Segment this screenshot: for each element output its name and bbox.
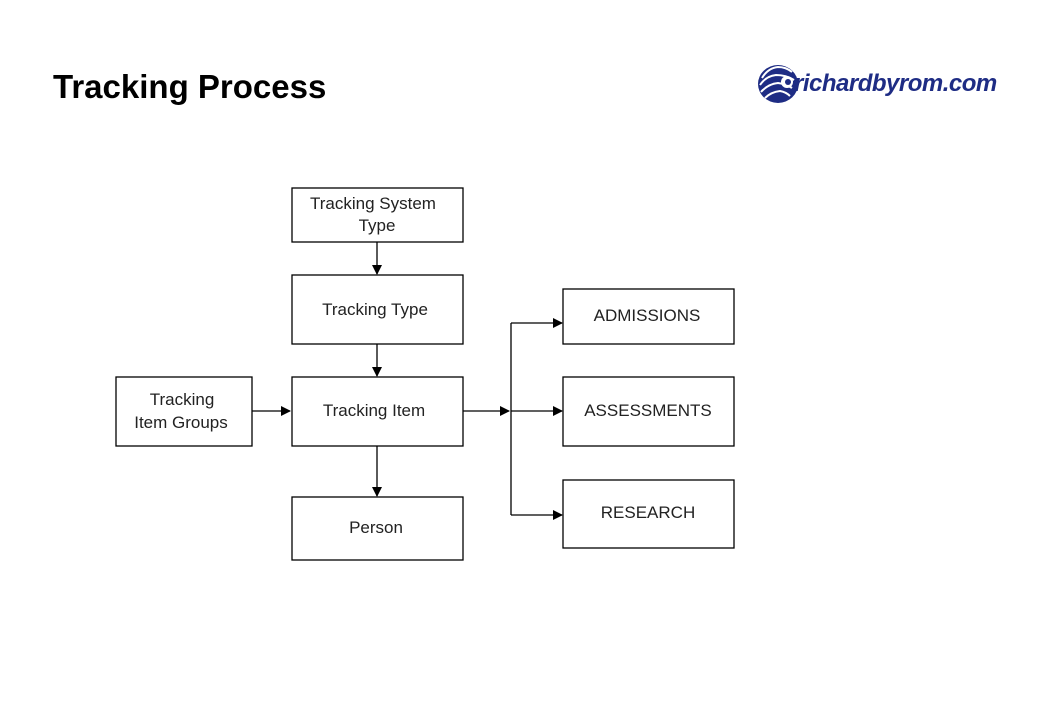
- node-label-line: Tracking Type: [322, 300, 428, 319]
- node-label-line: Item Groups: [134, 413, 228, 432]
- node-admissions: ADMISSIONS: [562, 288, 735, 345]
- node-research: RESEARCH: [562, 479, 735, 549]
- node-tracking-system-type: Tracking System Type: [291, 187, 464, 243]
- node-label-line: ASSESSMENTS: [584, 401, 712, 420]
- page-title: Tracking Process: [53, 68, 327, 105]
- node-tracking-item: Tracking Item: [291, 376, 464, 447]
- edges: [252, 242, 563, 520]
- node-label-line: RESEARCH: [601, 503, 695, 522]
- node-label-line: Tracking System: [310, 194, 436, 213]
- node-label-line: Type: [359, 216, 396, 235]
- node-tracking-item-groups: Tracking Item Groups: [115, 376, 253, 447]
- node-label-line: ADMISSIONS: [594, 306, 701, 325]
- node-assessments: ASSESSMENTS: [562, 376, 735, 447]
- logo: richardbyrom.com: [756, 58, 1036, 110]
- lion-head-icon: [758, 65, 798, 103]
- node-label-line: Tracking: [150, 390, 215, 409]
- node-tracking-type: Tracking Type: [291, 274, 464, 345]
- logo-text: richardbyrom.com: [794, 70, 997, 97]
- node-label-line: Tracking Item: [323, 401, 425, 420]
- node-label-line: Person: [349, 518, 403, 537]
- node-person: Person: [291, 496, 464, 561]
